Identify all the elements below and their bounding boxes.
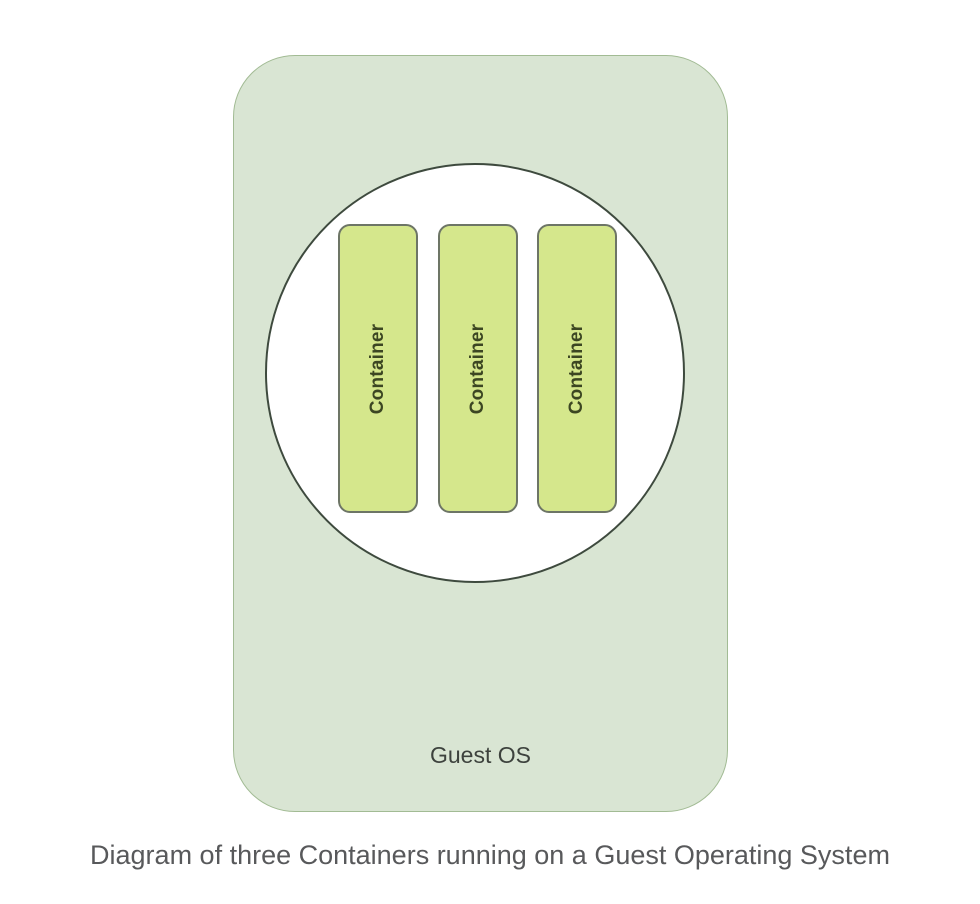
guest-os-label: Guest OS — [430, 742, 531, 768]
container-box-3: Container — [537, 224, 617, 513]
container-label-3: Container — [566, 323, 588, 414]
container-box-1: Container — [338, 224, 418, 513]
container-label-1: Container — [367, 323, 389, 414]
container-box-2: Container — [438, 224, 518, 513]
diagram-caption: Diagram of three Containers running on a… — [90, 840, 890, 870]
container-label-2: Container — [467, 323, 489, 414]
